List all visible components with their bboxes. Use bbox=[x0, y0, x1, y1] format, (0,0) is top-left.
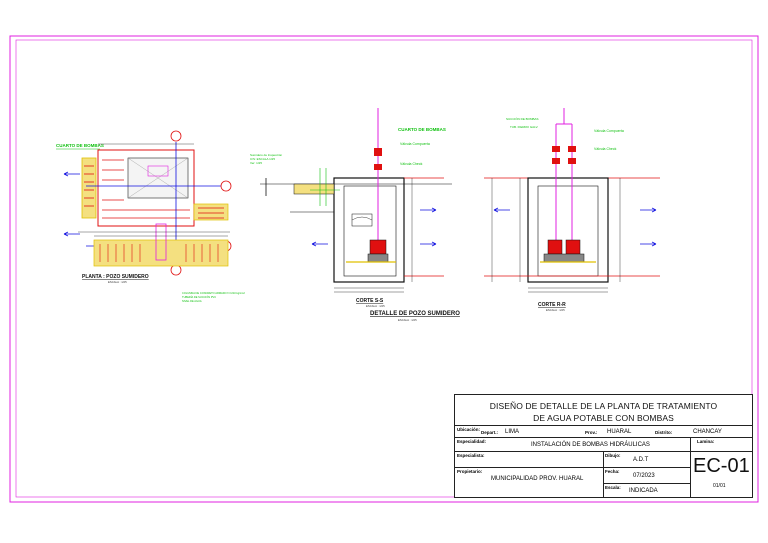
fecha-label: Fecha: bbox=[605, 469, 620, 474]
propietario-label: Propietario: bbox=[457, 469, 483, 474]
distrito-value: CHANCAY bbox=[693, 429, 722, 435]
distrito-label: Distrito: bbox=[655, 430, 673, 435]
prov-label: Prov.: bbox=[585, 430, 598, 435]
valve-check-label-1: Válvula Check bbox=[400, 162, 423, 166]
section1-title: CORTE S-S bbox=[356, 298, 384, 304]
fecha-value: 07/2023 bbox=[633, 473, 655, 479]
especialidad-label: Especialidad: bbox=[457, 439, 487, 444]
plan-label: CUARTO DE BOMBAS bbox=[56, 143, 104, 148]
prov-value: HUARAL bbox=[607, 429, 632, 435]
ubicacion-label: Ubicación: bbox=[457, 427, 481, 432]
escala-label: Escala: bbox=[605, 485, 621, 490]
detail-title: DETALLE DE POZO SUMIDERO bbox=[370, 311, 460, 317]
plan-scale: ESCALA : 1/25 bbox=[108, 280, 127, 284]
svg-text:C/S: ESCALA 1/25: C/S: ESCALA 1/25 bbox=[250, 157, 275, 161]
inner-frame bbox=[15, 39, 753, 498]
svg-text:TUB. FIERRO GALV.: TUB. FIERRO GALV. bbox=[510, 125, 538, 129]
section2-scale: ESCALA : 1/25 bbox=[546, 308, 565, 312]
title-line-1: DISEÑO DE DETALLE DE LA PLANTA DE TRATAM… bbox=[489, 401, 718, 411]
section1-scale: ESCALA : 1/25 bbox=[366, 304, 385, 308]
depart-label: Depart.: bbox=[481, 430, 499, 435]
svg-text:Sumidero de Inspección: Sumidero de Inspección bbox=[250, 153, 283, 157]
valve-check-label-2: Válvula Check bbox=[594, 147, 617, 151]
sheet-code: EC-01 bbox=[693, 455, 750, 477]
section2-title: CORTE R-R bbox=[538, 302, 566, 308]
especialidad-value: INSTALACIÓN DE BOMBAS HIDRÁULICAS bbox=[531, 442, 650, 448]
plan-title: PLANTA : POZO SUMIDERO bbox=[82, 274, 149, 280]
escala-value: INDICADA bbox=[629, 488, 658, 494]
depart-value: LIMA bbox=[505, 429, 520, 435]
svg-text:SUCCIÓN DE BOMBAS: SUCCIÓN DE BOMBAS bbox=[506, 116, 539, 121]
title-line-2: DE AGUA POTABLE CON BOMBAS bbox=[533, 413, 674, 423]
dibujo-label: Dibujo: bbox=[605, 453, 621, 458]
section-r-r: SUCCIÓN DE BOMBAS TUB. FIERRO GALV. Válv… bbox=[484, 108, 660, 312]
dibujo-value: A.D.T bbox=[633, 457, 649, 463]
title-block: DISEÑO DE DETALLE DE LA PLANTA DE TRATAM… bbox=[454, 394, 753, 498]
valve-gate-label-2: Válvula Compuerta bbox=[594, 129, 624, 133]
sheet-number: 01/01 bbox=[713, 483, 726, 489]
svg-text:COLUMNA DE CONCRETO ARMADO f'c: COLUMNA DE CONCRETO ARMADO f'c=210 kg/cm… bbox=[182, 291, 245, 295]
pump-room-label: CUARTO DE BOMBAS bbox=[398, 127, 446, 132]
plan-view: CUARTO DE BOMBAS bbox=[56, 130, 245, 303]
svg-text:NIVEL DE AGUA: NIVEL DE AGUA bbox=[182, 299, 202, 303]
outer-frame bbox=[9, 35, 759, 503]
especialista-label: Especialista: bbox=[457, 453, 485, 458]
propietario-value: MUNICIPALIDAD PROV. HUARAL bbox=[491, 476, 584, 482]
detail-scale: ESCALA : 1/25 bbox=[398, 318, 417, 322]
lamina-label: Lamina: bbox=[697, 439, 715, 444]
section-s-s: CUARTO DE BOMBAS Válvula Compuerta Válvu… bbox=[250, 108, 452, 308]
valve-gate-label-1: Válvula Compuerta bbox=[400, 142, 430, 146]
svg-text:Ver: 1/25: Ver: 1/25 bbox=[250, 161, 262, 165]
svg-text:TUBERÍA DE SUCCIÓN PVC: TUBERÍA DE SUCCIÓN PVC bbox=[182, 294, 216, 299]
